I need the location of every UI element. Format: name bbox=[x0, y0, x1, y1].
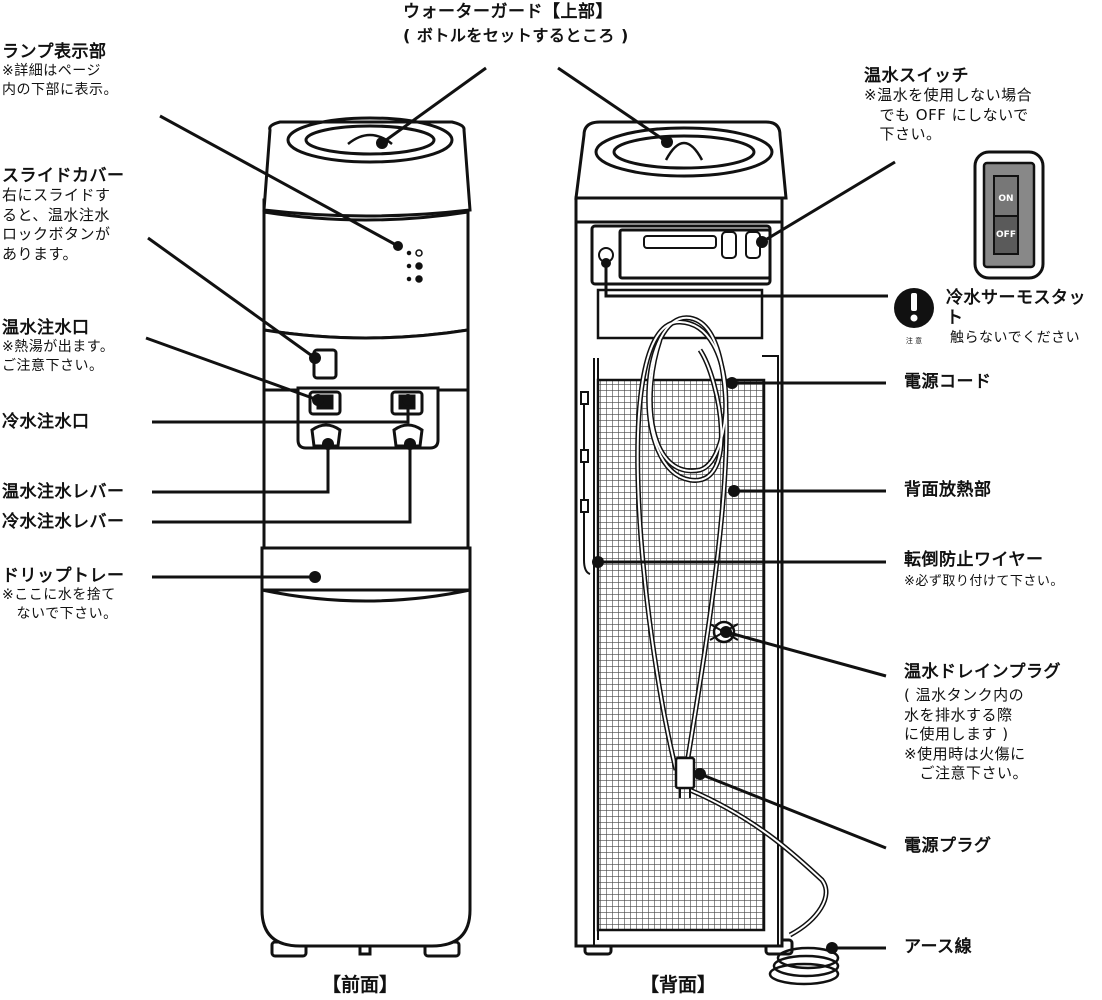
caption-back: 【背面】 bbox=[640, 974, 717, 996]
drain-plug-title: 温水ドレインプラグ bbox=[904, 662, 1061, 682]
label-drip-tray: ドリップトレー ※ここに水を捨て ないで下さい。 bbox=[2, 566, 125, 623]
label-earth: アース線 bbox=[904, 937, 972, 957]
hot-lever-title: 温水注水レバー bbox=[2, 482, 125, 502]
label-slide-cover: スライドカバー 右にスライドす ると、温水注水 ロックボタンが あります。 bbox=[2, 166, 125, 264]
thermostat-note: 触らないでください bbox=[950, 329, 1081, 346]
label-lamp: ランプ表示部 ※詳細はページ 内の下部に表示。 bbox=[2, 42, 118, 99]
earth-title: アース線 bbox=[904, 937, 973, 957]
switch-off-label: OFF bbox=[996, 230, 1016, 240]
slide-cover-title: スライドカバー bbox=[2, 166, 125, 186]
label-water-guard: ウォーターガード【上部】 ( ボトルをセットするところ ) bbox=[403, 2, 629, 46]
cold-outlet-title: 冷水注水口 bbox=[2, 412, 90, 432]
label-radiator: 背面放熱部 bbox=[904, 480, 992, 500]
label-hot-outlet: 温水注水口 ※熱湯が出ます。 ご注意下さい。 bbox=[2, 318, 114, 375]
water-guard-title: ウォーターガード【上部】 bbox=[403, 2, 613, 22]
hot-outlet-title: 温水注水口 bbox=[2, 318, 90, 338]
hot-outlet-note: ※熱湯が出ます。 ご注意下さい。 bbox=[2, 339, 115, 374]
leader-dots bbox=[309, 136, 838, 954]
lamp-note: ※詳細はページ 内の下部に表示。 bbox=[2, 63, 118, 98]
hot-switch-note: ※温水を使用しない場合 でも OFF にしないで 下さい。 bbox=[864, 86, 1033, 144]
label-drain-plug: 温水ドレインプラグ ( 温水タンク内の 水を排水する際 に使用します ) ※使用… bbox=[904, 662, 1061, 784]
drip-tray-title: ドリップトレー bbox=[2, 566, 125, 586]
caption-front: 【前面】 bbox=[322, 974, 399, 996]
label-cold-lever: 冷水注水レバー bbox=[2, 512, 125, 532]
wire-note: ※必ず取り付けて下さい。 bbox=[904, 574, 1064, 590]
lamp-title: ランプ表示部 bbox=[2, 42, 107, 62]
radiator-title: 背面放熱部 bbox=[904, 480, 992, 500]
power-plug-title: 電源プラグ bbox=[904, 836, 992, 856]
slide-cover-note: 右にスライドす ると、温水注水 ロックボタンが あります。 bbox=[2, 186, 111, 263]
label-cold-outlet: 冷水注水口 bbox=[2, 412, 90, 432]
label-power-plug: 電源プラグ bbox=[904, 836, 992, 856]
water-guard-note: ( ボトルをセットするところ ) bbox=[403, 26, 629, 46]
label-hot-lever: 温水注水レバー bbox=[2, 482, 125, 502]
drip-tray-note: ※ここに水を捨て ないで下さい。 bbox=[2, 587, 118, 622]
hot-switch-title: 温水スイッチ bbox=[864, 66, 969, 86]
front-dispenser bbox=[260, 116, 472, 958]
hot-water-switch-detail bbox=[973, 150, 1045, 280]
caution-text: 注 意 bbox=[906, 336, 922, 345]
power-cord-title: 電源コード bbox=[904, 372, 992, 392]
switch-on-label: ON bbox=[998, 194, 1013, 204]
thermostat-title: 冷水サーモスタット bbox=[946, 288, 1086, 329]
label-thermostat: 冷水サーモスタット 触らないでください bbox=[946, 288, 1102, 347]
leader-lines bbox=[145, 66, 896, 950]
drain-plug-note: ( 温水タンク内の 水を排水する際 に使用します ) ※使用時は火傷に ご注意下… bbox=[904, 686, 1029, 783]
label-wire: 転倒防止ワイヤー ※必ず取り付けて下さい。 bbox=[904, 550, 1064, 591]
back-dispenser bbox=[574, 120, 840, 986]
label-power-cord: 電源コード bbox=[904, 372, 992, 392]
cold-lever-title: 冷水注水レバー bbox=[2, 512, 125, 532]
wire-title: 転倒防止ワイヤー bbox=[904, 550, 1044, 570]
caution-icon bbox=[894, 288, 934, 328]
label-hot-switch: 温水スイッチ ※温水を使用しない場合 でも OFF にしないで 下さい。 bbox=[864, 66, 1032, 145]
